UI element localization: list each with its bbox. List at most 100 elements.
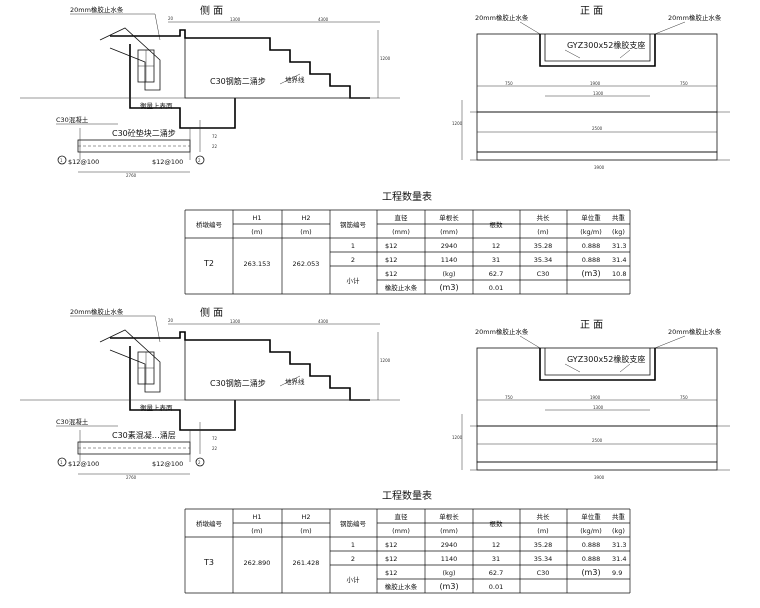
- table-title: 工程数量表: [382, 489, 432, 502]
- total-len-cell: 35.34: [534, 256, 553, 264]
- sub2-val: 0.01: [489, 583, 503, 591]
- bearing-notch-inner: [544, 34, 651, 62]
- h2-value: 261.428: [293, 559, 320, 567]
- dim-label: 72: [212, 436, 218, 441]
- front-view-title: 正 面: [580, 6, 603, 17]
- col-total-len: 共长: [537, 512, 551, 521]
- col-total-wt-unit: (kg): [612, 527, 625, 535]
- col-total-len-unit: (m): [537, 527, 548, 535]
- total-len-cell: 35.28: [534, 541, 553, 549]
- len-cell: 2940: [441, 242, 458, 250]
- unit-wt-cell: 0.888: [582, 256, 601, 264]
- dim-label: 750: [680, 81, 688, 86]
- len-cell: 1140: [441, 555, 458, 563]
- dia-cell: $12: [385, 541, 397, 549]
- axis-label-1: 1: [60, 460, 63, 465]
- dim-label: 1200: [380, 358, 391, 363]
- count-cell: 31: [492, 555, 500, 563]
- dia-cell: $12: [385, 555, 397, 563]
- total-wt-cell: 31.3: [612, 541, 626, 549]
- col-len: 单根长: [439, 512, 459, 521]
- col-total-wt-unit: (kg): [612, 228, 625, 236]
- h2-value: 262.053: [293, 260, 320, 268]
- drawing-line: [564, 363, 581, 373]
- dim-label: 1300: [230, 17, 241, 22]
- waterstop-right-label: 20mm橡胶止水条: [668, 13, 722, 22]
- dim-label: 4300: [318, 319, 329, 324]
- bearing-notch: [539, 348, 656, 381]
- h1-value: 262.890: [244, 559, 271, 567]
- sub-conc-unit: (m3): [581, 568, 600, 577]
- col-h1-unit: (m): [251, 527, 262, 535]
- col-unit-wt-unit: (kg/m): [580, 228, 601, 236]
- quantity-table: 工程数量表桥墩编号H1(m)H2(m)钢筋编号直径(mm)单根长(mm)根数共长…: [184, 489, 631, 594]
- footing-front: [476, 151, 718, 161]
- waterstop-label: 20mm橡胶止水条: [70, 307, 124, 316]
- sub2-val: 0.01: [489, 284, 503, 292]
- rebar-no-cell: 2: [351, 555, 355, 563]
- rebar-no-cell: 1: [351, 541, 355, 549]
- step-outline: [110, 331, 370, 401]
- col-dia: 直径: [395, 512, 409, 521]
- col-dia: 直径: [395, 213, 409, 222]
- axis-marker-2: [195, 457, 205, 467]
- drawing-line: [279, 375, 301, 387]
- sub-conc-val: 9.9: [612, 569, 622, 577]
- col-total-len-unit: (m): [537, 228, 548, 236]
- sub-dia: $12: [385, 569, 397, 577]
- sub-conc-unit: (m3): [581, 269, 600, 278]
- dia-cell: $12: [385, 242, 397, 250]
- axis-marker-1: [57, 155, 67, 165]
- dim-label: 750: [505, 81, 513, 86]
- rebar-no-cell: 2: [351, 256, 355, 264]
- dim-label: 3900: [594, 165, 605, 170]
- axis-marker-1: [57, 457, 67, 467]
- sub-conc: C30: [537, 270, 550, 278]
- col-rebar-no: 钢筋编号: [340, 519, 367, 528]
- dim-label: 2760: [126, 475, 137, 480]
- drawing-line: [519, 21, 541, 35]
- boundary-label: 地界线: [285, 75, 305, 84]
- total-wt-cell: 31.3: [612, 242, 626, 250]
- side-view-title: 侧 面: [200, 306, 223, 319]
- boundary-label: 地界线: [285, 377, 305, 386]
- h1-value: 263.153: [244, 260, 271, 268]
- total-len-cell: 35.28: [534, 242, 553, 250]
- count-cell: 12: [492, 541, 500, 549]
- dim-label: 1200: [452, 121, 463, 126]
- c30-label: C30混凝土: [56, 417, 89, 426]
- dim-label: 20: [168, 318, 174, 323]
- sub-unit: (kg): [443, 569, 456, 577]
- col-total-wt: 共重: [612, 512, 626, 521]
- sub-val: 62.7: [489, 270, 503, 278]
- dim-label: 20: [168, 16, 174, 21]
- dim-label: 1300: [593, 405, 604, 410]
- front-view-title: 正 面: [580, 320, 603, 331]
- footing-front: [476, 461, 718, 471]
- col-h2-unit: (m): [300, 228, 311, 236]
- col-len-unit: (mm): [440, 527, 458, 535]
- len-cell: 1140: [441, 256, 458, 264]
- dim-label: 750: [505, 395, 513, 400]
- bearing-notch: [539, 34, 656, 67]
- pier-outline: [129, 346, 236, 431]
- pier-inner: [184, 340, 370, 401]
- dim-label: 1300: [230, 319, 241, 324]
- waterstop-label: 20mm橡胶止水条: [70, 5, 124, 14]
- drawing-line: [519, 335, 541, 349]
- axis-label-2: 2: [198, 460, 201, 465]
- rebar-label-2: $12@100: [152, 460, 183, 468]
- col-rebar-no: 钢筋编号: [340, 220, 367, 229]
- col-unit-wt: 单位重: [581, 512, 601, 521]
- foundation-label: 衡量上表面: [140, 403, 173, 412]
- dim-label: 1300: [593, 91, 604, 96]
- quantity-table: 工程数量表桥墩编号H1(m)H2(m)钢筋编号直径(mm)单根长(mm)根数共长…: [184, 190, 631, 295]
- dim-label: 2500: [592, 126, 603, 131]
- drawing-line: [564, 49, 581, 59]
- sub-unit: (kg): [443, 270, 456, 278]
- col-unit-wt-unit: (kg/m): [580, 527, 601, 535]
